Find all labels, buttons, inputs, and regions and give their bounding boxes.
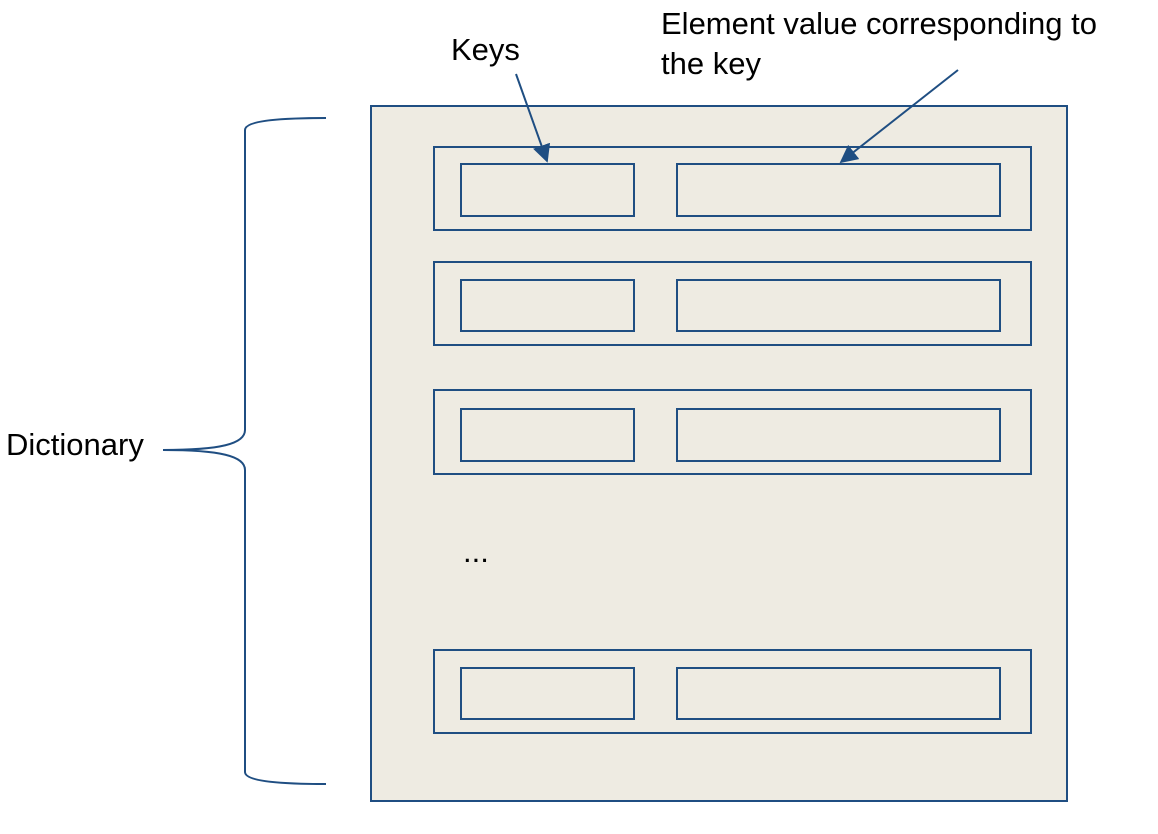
dictionary-brace	[162, 117, 327, 785]
keys-arrow	[515, 73, 551, 163]
keys-label: Keys	[451, 32, 520, 67]
value-label-line2: the key	[661, 46, 761, 81]
entry-outer-box	[433, 389, 1032, 475]
key-box	[460, 163, 635, 217]
entry-outer-box	[433, 261, 1032, 346]
value-box	[676, 279, 1001, 332]
value-label: Element value corresponding to the key	[661, 4, 1097, 84]
entry-row	[433, 261, 1032, 346]
key-box	[460, 279, 635, 332]
entry-row	[433, 389, 1032, 475]
value-box	[676, 408, 1001, 462]
value-label-line1: Element value corresponding to	[661, 6, 1097, 41]
key-box	[460, 667, 635, 720]
entry-row	[433, 649, 1032, 734]
value-arrow	[839, 69, 959, 164]
dictionary-container	[370, 105, 1068, 802]
dictionary-label: Dictionary	[6, 427, 144, 462]
entry-row	[433, 146, 1032, 231]
entry-outer-box	[433, 146, 1032, 231]
ellipsis-label: ...	[463, 534, 489, 569]
entry-outer-box	[433, 649, 1032, 734]
value-box	[676, 667, 1001, 720]
value-box	[676, 163, 1001, 217]
key-box	[460, 408, 635, 462]
